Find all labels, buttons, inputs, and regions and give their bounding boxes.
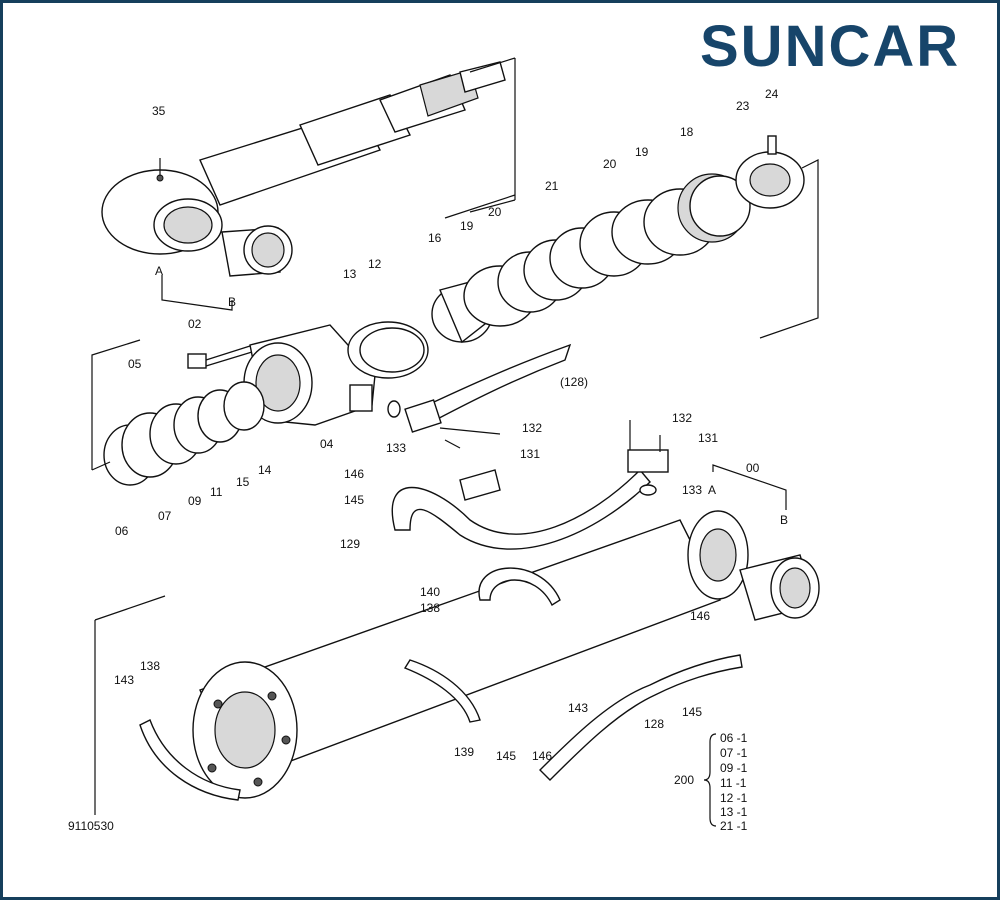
callout-145a: 145 xyxy=(344,493,364,507)
callout-14: 14 xyxy=(258,463,272,477)
callout-13: 13 xyxy=(343,267,357,281)
seal-kit-list: 200 06 -1 07 -1 09 -1 11 -1 12 -1 13 -1 … xyxy=(674,731,748,833)
piston-seals xyxy=(431,135,819,344)
callouts: 35 A B 02 05 13 12 04 133 06 07 09 11 15… xyxy=(114,87,788,763)
logo-text: SUNCAR xyxy=(700,14,960,79)
callout-35: 35 xyxy=(152,104,166,118)
callout-131b: 131 xyxy=(698,431,718,445)
callout-20a: 20 xyxy=(488,205,502,219)
kit-label: 200 xyxy=(674,773,694,787)
suncar-logo: SUNCAR xyxy=(700,14,960,79)
callout-11: 11 xyxy=(210,485,223,499)
callout-19b: 19 xyxy=(635,145,649,159)
kit-item: 13 -1 xyxy=(720,805,748,819)
callout-20b: 20 xyxy=(603,157,617,171)
callout-23: 23 xyxy=(736,99,750,113)
callout-02: 02 xyxy=(188,317,202,331)
callout-133b: 133 xyxy=(682,483,702,497)
callout-00: 00 xyxy=(746,461,760,475)
callout-146b: 146 xyxy=(532,749,552,763)
kit-item: 07 -1 xyxy=(720,746,748,760)
rod-bushing xyxy=(221,225,293,277)
callout-146c: 146 xyxy=(690,609,710,623)
callout-133a: 133 xyxy=(386,441,406,455)
kit-item: 21 -1 xyxy=(720,819,748,833)
callout-09: 09 xyxy=(188,494,202,508)
drawing-number: 9110530 xyxy=(68,819,114,833)
callout-04: 04 xyxy=(320,437,334,451)
callout-b1: B xyxy=(228,295,236,309)
callout-128b: 128 xyxy=(644,717,664,731)
callout-12: 12 xyxy=(368,257,382,271)
callout-132a: 132 xyxy=(522,421,542,435)
kit-item: 06 -1 xyxy=(720,731,748,745)
callout-15: 15 xyxy=(236,475,250,489)
callout-07: 07 xyxy=(158,509,172,523)
callout-a1: A xyxy=(155,264,163,278)
kit-item: 11 -1 xyxy=(720,776,747,790)
callout-b2: B xyxy=(780,513,788,527)
callout-131a: 131 xyxy=(520,447,540,461)
callout-132b: 132 xyxy=(672,411,692,425)
callout-145b: 145 xyxy=(496,749,516,763)
callout-143a: 143 xyxy=(114,673,134,687)
cylinder-head xyxy=(91,321,429,486)
callout-143b: 143 xyxy=(568,701,588,715)
callout-129: 129 xyxy=(340,537,360,551)
cylinder-tube xyxy=(94,464,820,815)
callout-128a: (128) xyxy=(560,375,588,389)
callout-146a: 146 xyxy=(344,467,364,481)
kit-item: 09 -1 xyxy=(720,761,748,775)
callout-a2: A xyxy=(708,483,716,497)
callout-140: 140 xyxy=(420,585,440,599)
kit-item: 12 -1 xyxy=(720,791,748,805)
callout-16: 16 xyxy=(428,231,442,245)
callout-21: 21 xyxy=(545,179,559,193)
callout-145c: 145 xyxy=(682,705,702,719)
callout-19a: 19 xyxy=(460,219,474,233)
callout-139: 139 xyxy=(454,745,474,759)
pipe-and-flange xyxy=(391,343,669,550)
callout-24: 24 xyxy=(765,87,779,101)
callout-05: 05 xyxy=(128,357,142,371)
callout-138a: 138 xyxy=(420,601,440,615)
callout-06: 06 xyxy=(115,524,129,538)
callout-18: 18 xyxy=(680,125,694,139)
piston-rod xyxy=(101,57,516,255)
callout-138b: 138 xyxy=(140,659,160,673)
